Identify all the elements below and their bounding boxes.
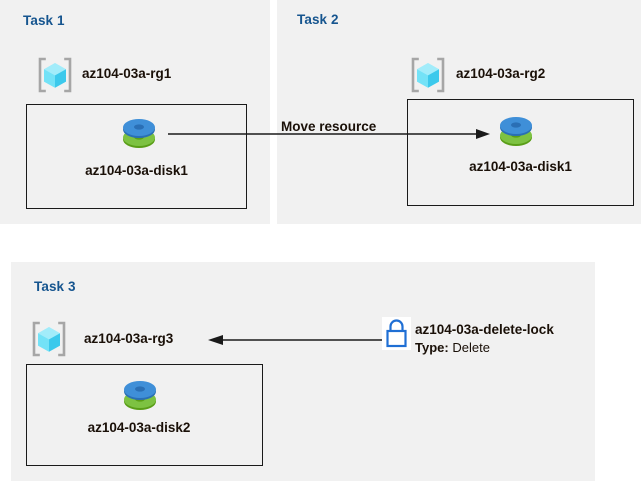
panel-task-2: Task 2 [277, 0, 641, 224]
lock-icon [382, 317, 411, 350]
managed-disk-icon [117, 114, 161, 156]
delete-lock-arrow [208, 330, 384, 355]
managed-disk-icon [118, 376, 162, 418]
panel-task-3: Task 3 [11, 262, 595, 481]
resource-group-label: az104-03a-rg2 [456, 66, 546, 81]
resource-group-icon [36, 56, 74, 94]
move-resource-label: Move resource [281, 119, 377, 134]
resource-group-icon [409, 56, 447, 94]
panel-title-task-2: Task 2 [297, 12, 339, 27]
resource-group-label: az104-03a-rg1 [82, 66, 172, 81]
panel-task-1: Task 1 az104-03a-rg1 [0, 0, 270, 224]
managed-disk-icon [494, 112, 538, 154]
panel-title-task-3: Task 3 [34, 279, 76, 294]
managed-disk-label: az104-03a-disk2 [87, 420, 191, 435]
managed-disk-label: az104-03a-disk1 [85, 163, 188, 178]
delete-lock-type: Type: Delete [415, 340, 490, 355]
move-resource-arrow [168, 122, 490, 151]
resource-group-boundary-task-1 [26, 104, 247, 209]
delete-lock-name: az104-03a-delete-lock [415, 322, 554, 337]
resource-group-icon [30, 320, 68, 358]
delete-lock-type-label: Type: [415, 340, 449, 355]
resource-group-boundary-task-2 [407, 99, 634, 206]
resource-group-label: az104-03a-rg3 [84, 331, 174, 346]
managed-disk-label: az104-03a-disk1 [469, 159, 572, 174]
panel-title-task-1: Task 1 [23, 13, 65, 28]
resource-group-boundary-task-3 [26, 364, 263, 466]
delete-lock-type-value: Delete [452, 340, 490, 355]
